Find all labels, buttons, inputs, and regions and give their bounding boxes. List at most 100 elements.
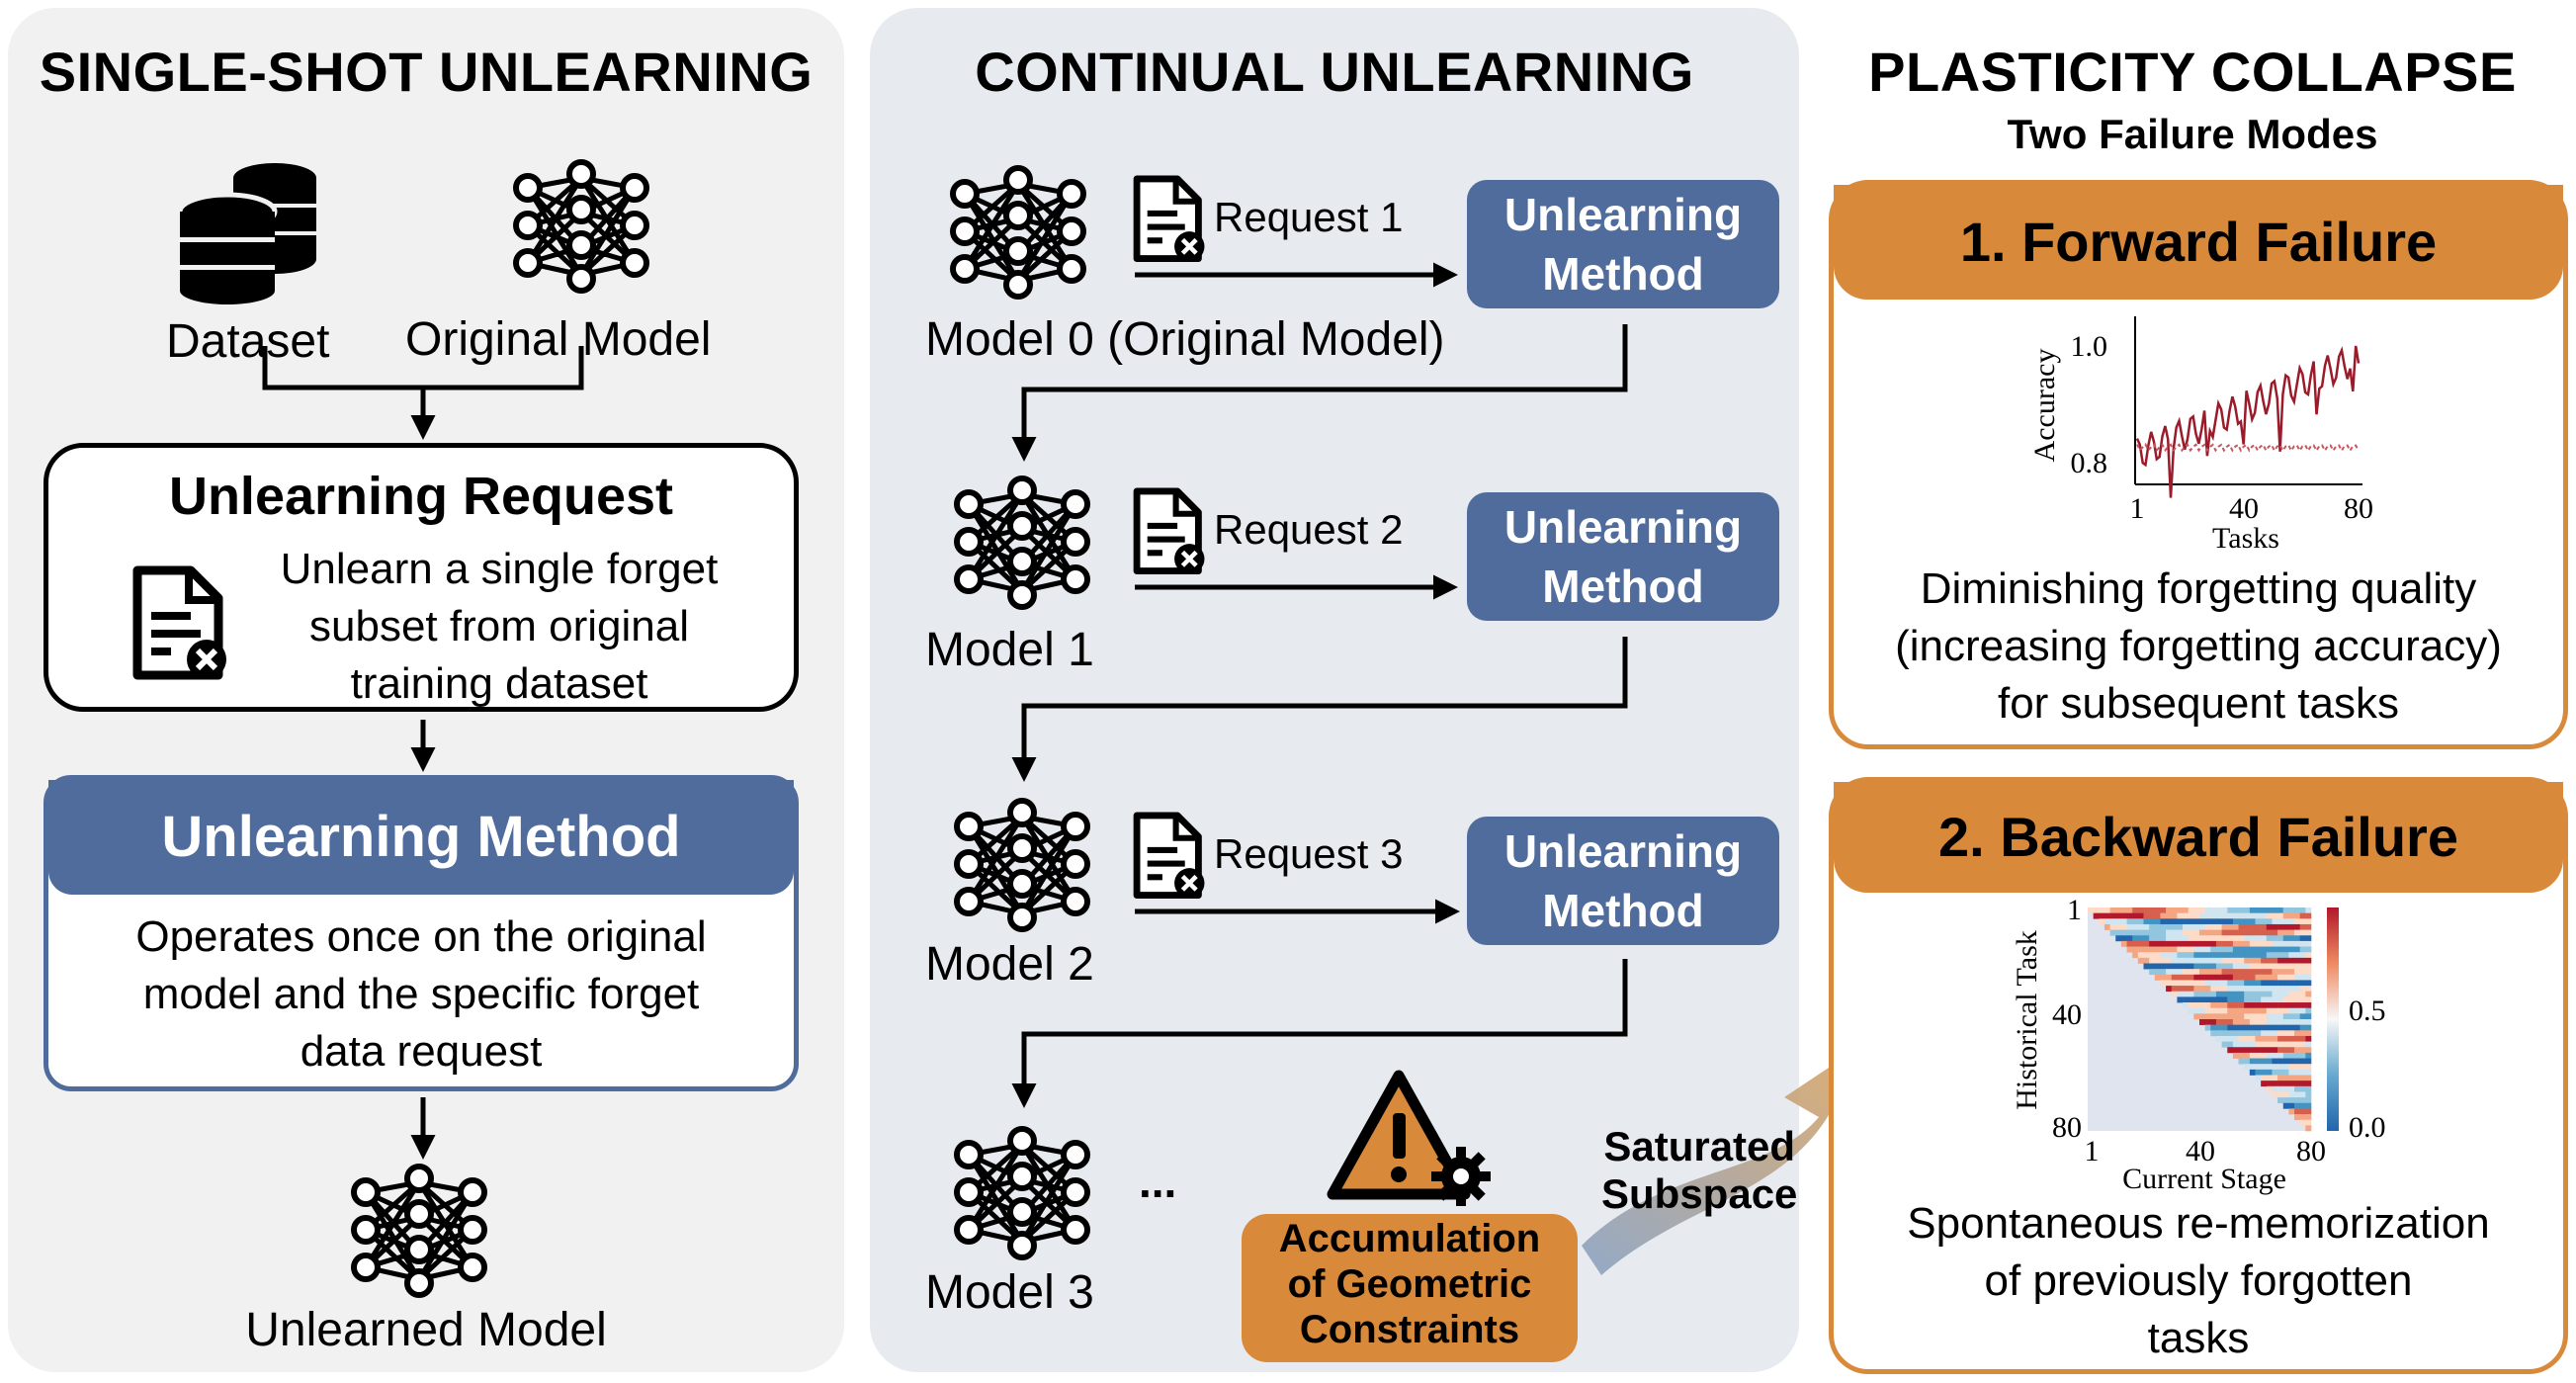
heatmap-cell [2249, 996, 2256, 1003]
heatmap-cell [2227, 952, 2234, 959]
heatmap-cell [2221, 935, 2228, 942]
request-1-label: Request 1 [1214, 194, 1404, 240]
heatmap-cell [2272, 935, 2278, 942]
heatmap-cell [2183, 963, 2189, 970]
heatmap-cell [2188, 986, 2194, 993]
request-body-line: training dataset [350, 659, 648, 708]
backward-desc-line: Spontaneous re-memorization [1907, 1199, 2490, 1248]
heatmap-cell [2305, 1080, 2312, 1087]
heatmap-cell [2261, 963, 2268, 970]
heatmap-cell [2193, 1002, 2200, 1008]
heatmap-cell [2204, 940, 2211, 947]
heatmap-cell [2261, 908, 2268, 913]
heatmap-cell [2261, 1030, 2268, 1037]
heatmap-cell [2204, 1007, 2211, 1014]
heatmap-cell [2272, 1075, 2278, 1081]
heatmap-cell [2154, 952, 2161, 959]
heatmap-cell [2261, 974, 2268, 981]
heatmap-cell [2249, 912, 2256, 919]
heatmap-cell [2294, 969, 2300, 976]
ellipsis: ... [1139, 1156, 1177, 1207]
continual-title: CONTINUAL UNLEARNING [975, 41, 1694, 103]
neural-network-icon [508, 158, 654, 293]
unlearned-model-icon [346, 1163, 492, 1297]
heatmap-cell [2266, 996, 2273, 1003]
heatmap-cell [2272, 1030, 2278, 1037]
heatmap-cell [2299, 1058, 2306, 1065]
heatmap-cell [2221, 952, 2228, 959]
heatmap-cell [2244, 969, 2251, 976]
heatmap-cell [2221, 946, 2228, 953]
heatmap-cell [2199, 969, 2205, 976]
heatmap-cell [2160, 929, 2167, 936]
request-2-label: Request 2 [1214, 506, 1404, 553]
heatmap-cell [2160, 980, 2167, 987]
heatmap-cell [2149, 957, 2156, 964]
forward-chart-marks [2135, 345, 2361, 498]
heatmap-cell [2255, 1019, 2262, 1025]
heatmap-cell [2204, 952, 2211, 959]
method-body-line: model and the specific forget [142, 970, 700, 1018]
heatmap-cell [2277, 974, 2284, 981]
heatmap-cell [2210, 940, 2217, 947]
heatmap-cell [2232, 952, 2239, 959]
heatmap-cell [2299, 986, 2306, 993]
heatmap-cell [2266, 929, 2273, 936]
heatmap-cell [2160, 918, 2167, 925]
heatmap-cell [2288, 1030, 2295, 1037]
heatmap-cell [2299, 963, 2306, 970]
heatmap-cell [2232, 908, 2239, 913]
heatmap-cell [2160, 912, 2167, 919]
heatmap-cell [2204, 912, 2211, 919]
heatmap-cell [2261, 996, 2268, 1003]
heatmap-cell [2266, 1047, 2273, 1054]
heatmap-cell [2193, 974, 2200, 981]
heatmap-cell [2294, 912, 2300, 919]
heatmap-cell [2215, 918, 2222, 925]
heatmap-cell [2261, 923, 2268, 930]
heatmap-cell [2143, 963, 2150, 970]
heatmap-cell [2305, 908, 2312, 913]
heatmap-cell [2288, 996, 2295, 1003]
heatmap-cell [2215, 1013, 2222, 1020]
heatmap-cell [2299, 980, 2306, 987]
heatmap-cell [2199, 952, 2205, 959]
heatmap-cell [2132, 946, 2139, 953]
heatmap-cell [2294, 952, 2300, 959]
heatmap-cell [2238, 1007, 2245, 1014]
heatmap-cell [2249, 1052, 2256, 1059]
heatmap-cell [2244, 935, 2251, 942]
heatmap-cell [2305, 1097, 2312, 1104]
heatmap-cell [2154, 957, 2161, 964]
heatmap-cell [2215, 908, 2222, 913]
heatmap-cell [2277, 986, 2284, 993]
heatmap-cell [2149, 918, 2156, 925]
heatmap-cell [2088, 908, 2094, 913]
heatmap-cell [2238, 1019, 2245, 1025]
heatmap-cell [2249, 974, 2256, 981]
heatmap-cell [2244, 974, 2251, 981]
x-tick-label: 80 [2344, 492, 2373, 525]
heatmap-cell [2272, 1041, 2278, 1048]
heatmap-cell [2294, 1114, 2300, 1120]
heatmap-cell [2255, 923, 2262, 930]
heatmap-cell [2288, 1091, 2295, 1098]
heatmap-cell [2266, 1075, 2273, 1081]
heatmap-cell [2299, 1091, 2306, 1098]
method-body-line: Operates once on the original [135, 912, 707, 961]
heatmap-cell [2294, 1064, 2300, 1071]
heatmap-cell [2249, 957, 2256, 964]
heatmap-cell [2255, 1041, 2262, 1048]
heatmap-cell [2277, 1080, 2284, 1087]
heatmap-cell [2244, 940, 2251, 947]
heatmap-cell [2177, 946, 2184, 953]
heatmap-cell [2188, 952, 2194, 959]
heatmap-cell [2193, 1013, 2200, 1020]
heatmap-cell [2305, 963, 2312, 970]
heatmap-cell [2227, 918, 2234, 925]
heatmap-cell [2238, 952, 2245, 959]
heatmap-cell [2238, 986, 2245, 993]
heatmap-cell [2282, 912, 2289, 919]
heatmap-cell [2272, 963, 2278, 970]
heatmap-cell [2115, 929, 2122, 936]
